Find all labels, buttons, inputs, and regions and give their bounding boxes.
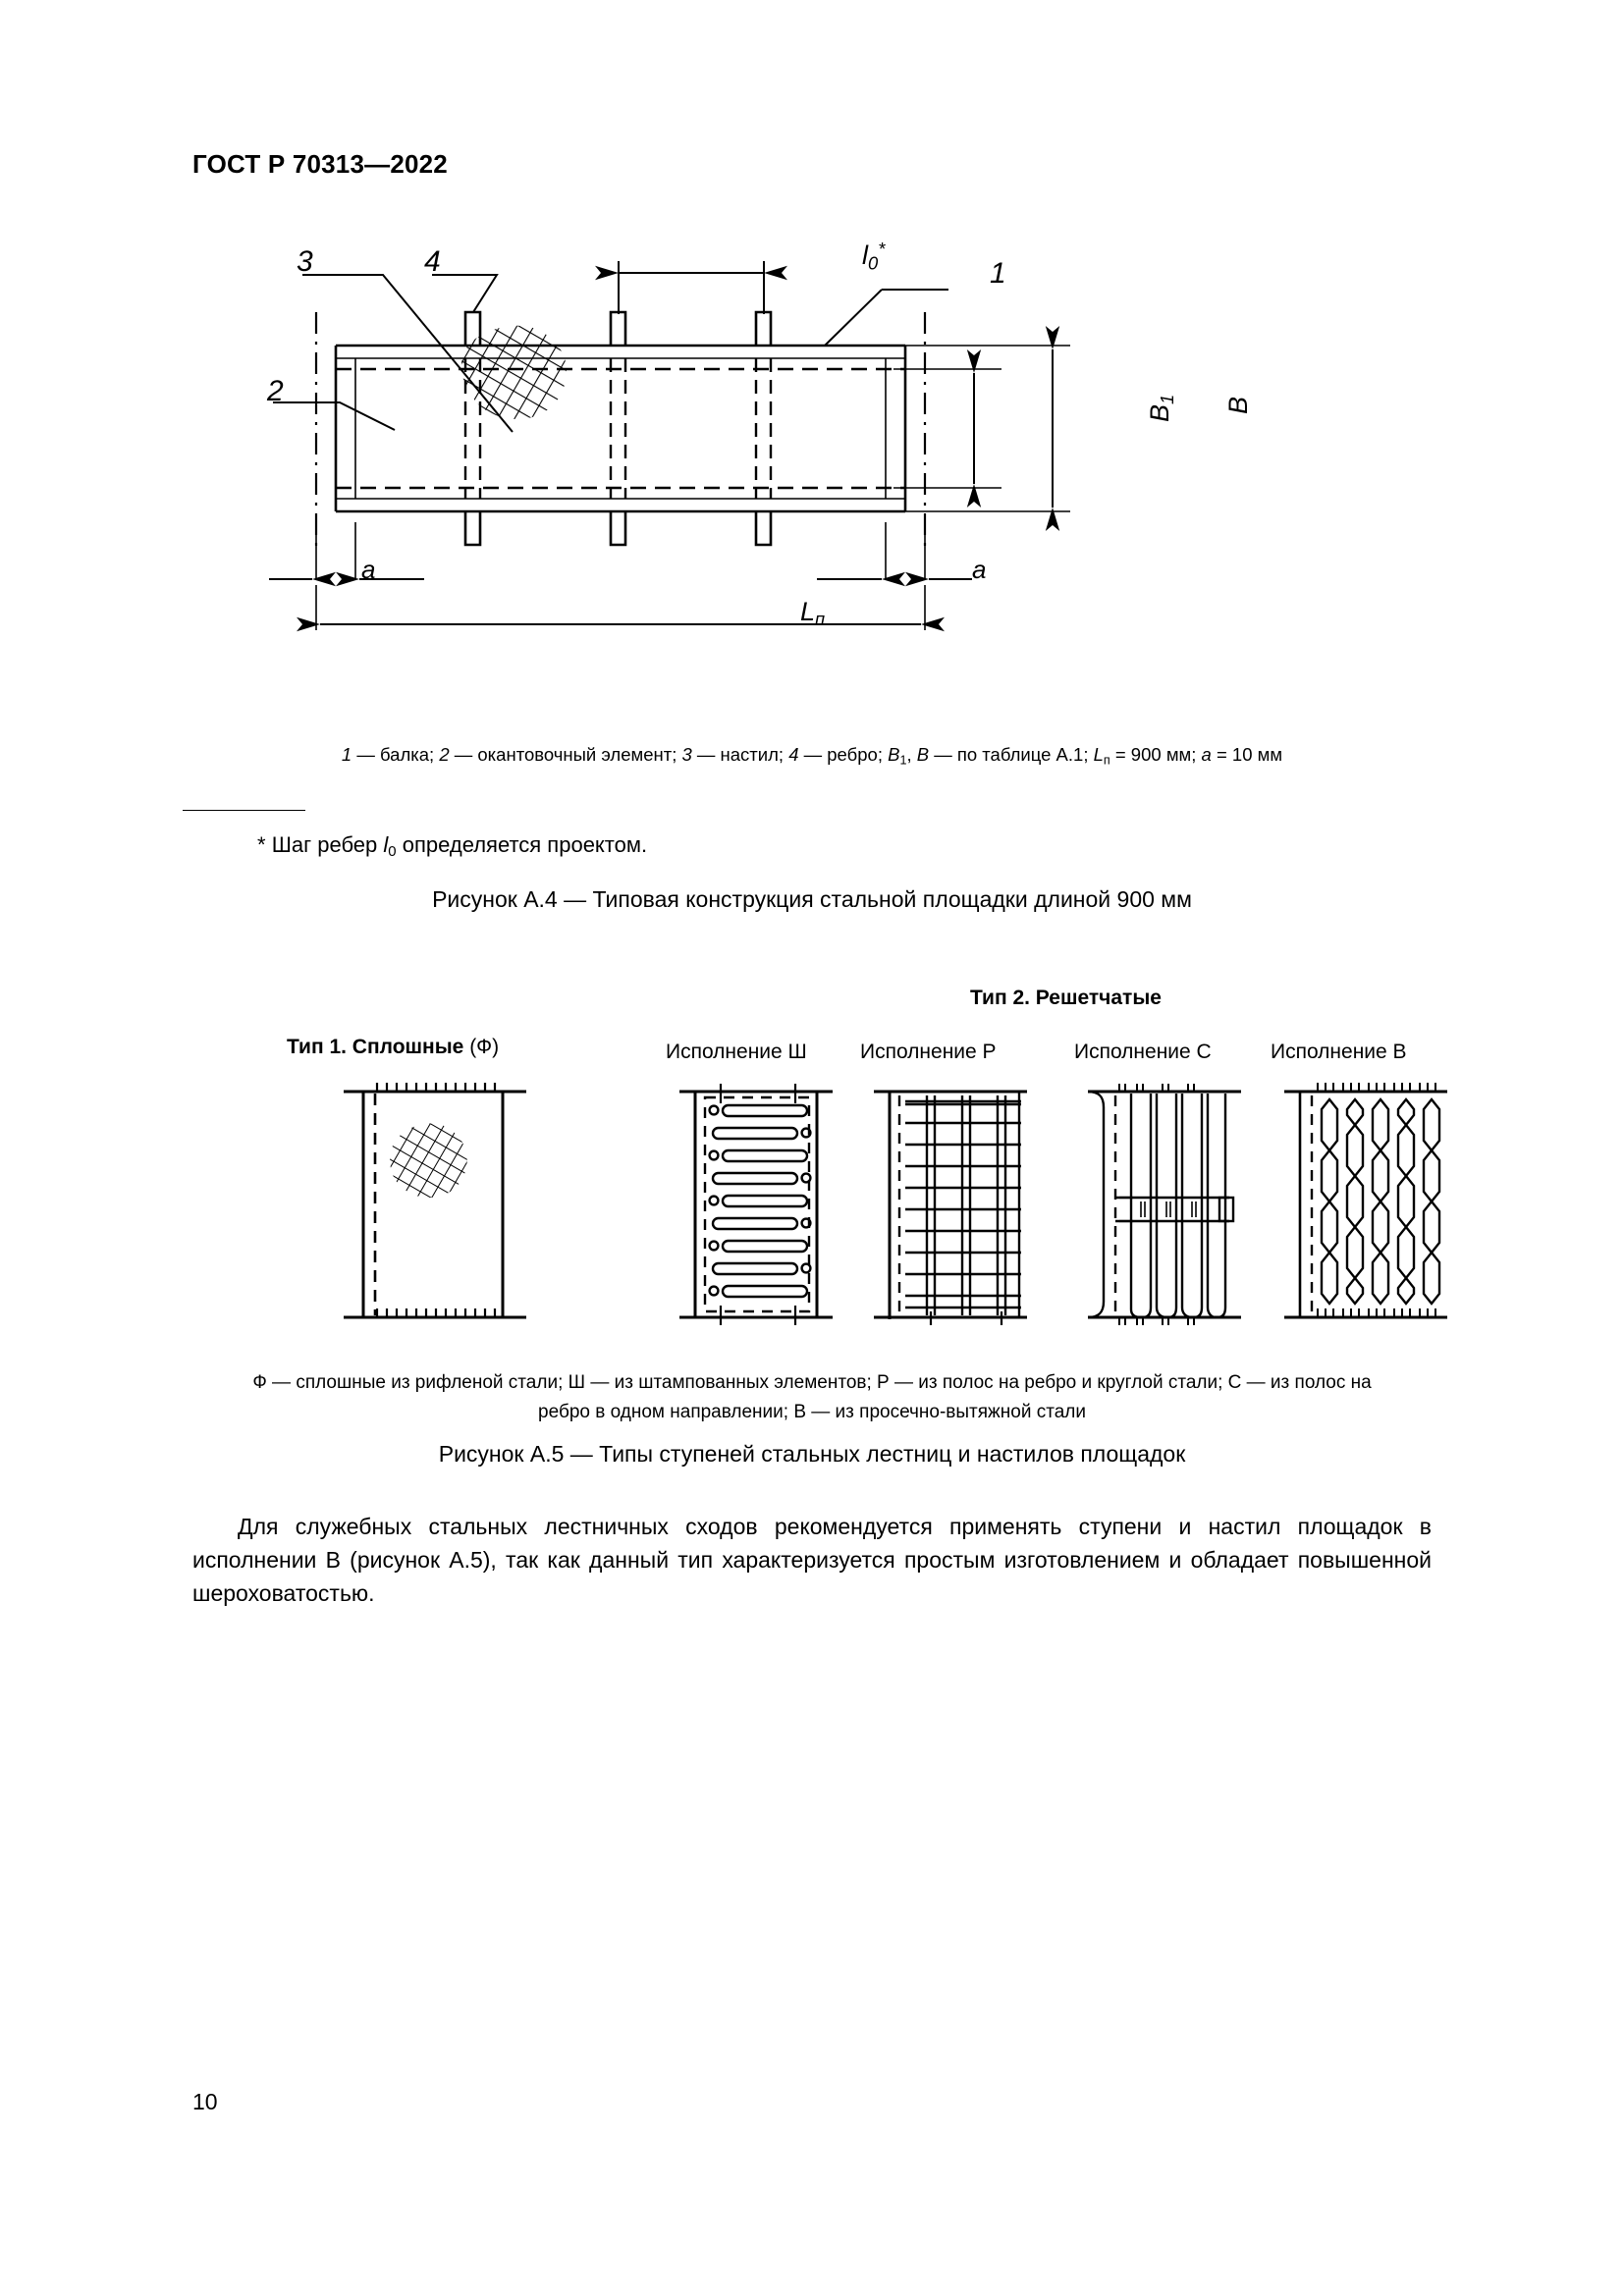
- figure-a4-caption: Рисунок А.4 — Типовая конструкция стальн…: [432, 886, 1192, 912]
- figure-a4-dim-length: Lп: [800, 597, 825, 630]
- footnote-marker: *: [257, 832, 266, 857]
- legend-text-5: ,: [906, 744, 917, 765]
- legend-text-3: — настил;: [691, 744, 789, 765]
- legend-text-2: — окантовочный элемент;: [449, 744, 682, 765]
- figure-a5-type1-heading: Тип 1. Сплошные (Ф): [287, 1036, 499, 1059]
- footnote-symbol-l: l: [383, 832, 389, 857]
- figure-a4-dim-a-right: a: [972, 555, 987, 584]
- figure-a5-execution-label-r: Исполнение Р: [860, 1041, 997, 1063]
- figure-a4-drawing: [245, 236, 1384, 726]
- dim-symbol-l-length-subscript: п: [815, 609, 826, 630]
- figure-a4-callout-3: 3: [297, 245, 313, 278]
- checker-plate-texture: [390, 1123, 467, 1199]
- figure-a5-panel-type1-solid: [342, 1072, 528, 1337]
- figure-a4-legend: 1 — балка; 2 — окантовочный элемент; 3 —…: [342, 744, 1282, 768]
- figure-a4-dim-b1: B1: [1145, 395, 1178, 422]
- figure-a4-callout-4: 4: [424, 245, 441, 278]
- footnote-separator-rule: [183, 810, 305, 811]
- legend-text-1: — балка;: [352, 744, 440, 765]
- figure-a4-callout-2: 2: [267, 375, 284, 407]
- figure-a5-execution-label-v: Исполнение В: [1271, 1041, 1407, 1063]
- legend-symbol-b1: B: [888, 744, 900, 765]
- figure-a4-dim-rib-pitch: l0*: [862, 239, 885, 274]
- figure-a5-execution-label-sh: Исполнение Ш: [666, 1041, 807, 1063]
- legend-text-8: = 10 мм: [1211, 744, 1283, 765]
- legend-item-2: 2: [439, 744, 450, 765]
- figure-a5-legend-line-2: ребро в одном направлении; В — из просеч…: [538, 1402, 1086, 1422]
- dim-symbol-l-length: L: [800, 597, 816, 626]
- legend-item-3: 3: [681, 744, 692, 765]
- body-paragraph: Для служебных стальных лестничных сходов…: [192, 1514, 1432, 1606]
- dim-symbol-l: l: [862, 240, 868, 271]
- figure-a4-dim-b: B: [1223, 396, 1253, 414]
- type1-heading-suffix: (Ф): [463, 1036, 500, 1058]
- legend-symbol-a: a: [1201, 744, 1212, 765]
- figure-a5-panel-execution-v: [1282, 1072, 1449, 1337]
- legend-item-1: 1: [341, 744, 352, 765]
- page-number: 10: [192, 2089, 218, 2114]
- legend-symbol-b: B: [916, 744, 930, 765]
- footnote-text-after: определяется проектом.: [396, 832, 648, 857]
- legend-symbol-b1-subscript: 1: [899, 753, 907, 768]
- dim-symbol-l-subscript: 0: [868, 252, 879, 274]
- deck-texture-blob: [460, 325, 567, 420]
- figure-a5-panel-execution-r: [872, 1072, 1029, 1337]
- footnote-text-before: Шаг ребер: [271, 832, 384, 857]
- legend-text-6: — по таблице А.1;: [929, 744, 1094, 765]
- legend-symbol-l-subscript: п: [1103, 753, 1110, 768]
- type1-heading-bold: Тип 1. Сплошные: [287, 1036, 464, 1058]
- figure-a5-execution-label-s: Исполнение С: [1074, 1041, 1212, 1063]
- document-header-standard-number: ГОСТ Р 70313—2022: [192, 149, 448, 179]
- figure-a4-callout-1: 1: [990, 257, 1006, 290]
- legend-text-7: = 900 мм;: [1110, 744, 1202, 765]
- figure-a5-type2-heading: Тип 2. Решетчатые: [970, 987, 1162, 1009]
- dim-symbol-l-asterisk: *: [878, 239, 886, 259]
- footnote-symbol-l-subscript: 0: [388, 843, 397, 861]
- figure-a5-panel-execution-s: [1086, 1072, 1243, 1337]
- figure-a4-dim-a-left: a: [361, 555, 376, 584]
- legend-text-4: — ребро;: [798, 744, 889, 765]
- figure-a5-panel-execution-sh: [677, 1072, 835, 1337]
- figure-a5-caption: Рисунок А.5 — Типы ступеней стальных лес…: [438, 1441, 1186, 1467]
- legend-symbol-l: L: [1093, 744, 1104, 765]
- dim-symbol-b1-subscript: 1: [1157, 394, 1178, 404]
- figure-a5-legend-line-1: Ф — сплошные из рифленой стали; Ш — из ш…: [252, 1372, 1372, 1393]
- legend-item-4: 4: [788, 744, 799, 765]
- dim-symbol-b1: B: [1145, 403, 1174, 422]
- figure-a4-footnote: * Шаг ребер l0 определяется проектом.: [257, 832, 647, 860]
